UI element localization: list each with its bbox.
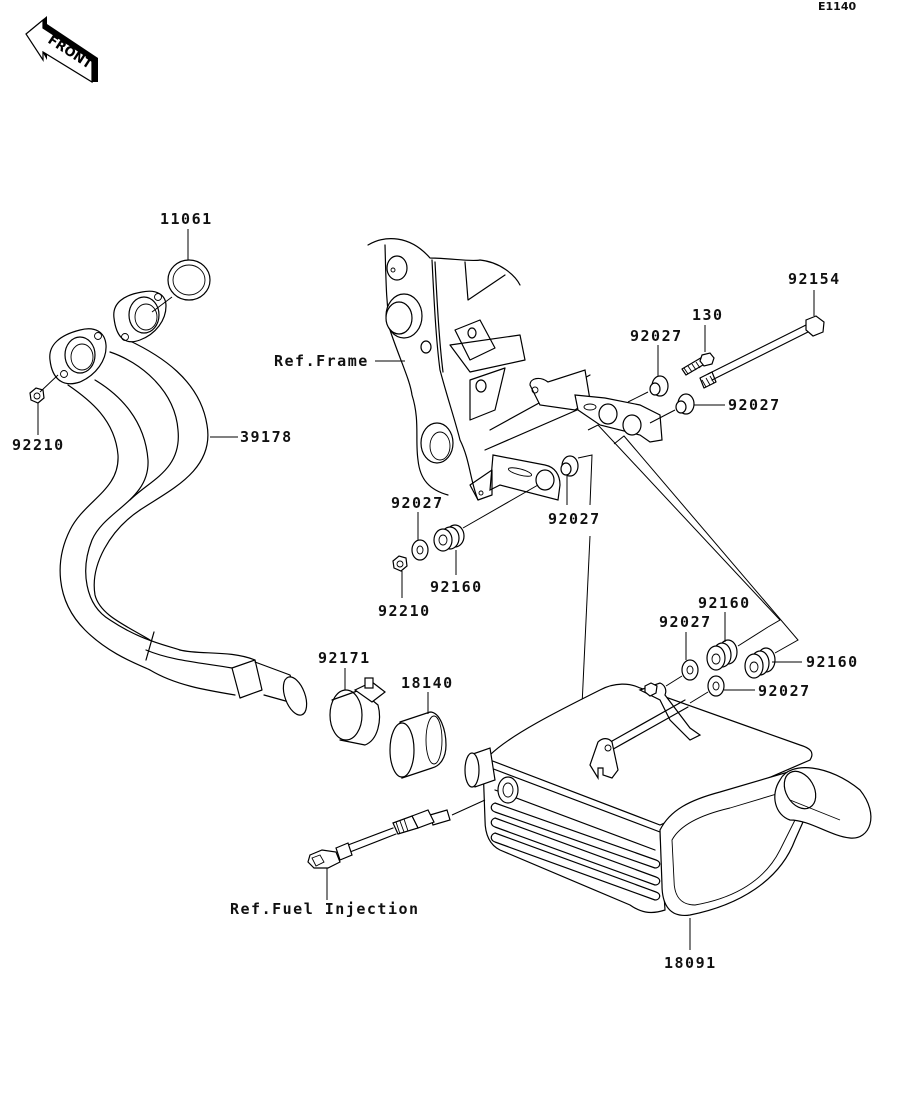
bolt-short[interactable]	[681, 352, 715, 376]
oxygen-sensor[interactable]	[307, 799, 486, 869]
part-label-92171[interactable]: 92171	[318, 649, 371, 667]
gasket-ring[interactable]	[167, 259, 211, 301]
exhaust-pipe[interactable]	[49, 290, 311, 718]
part-label-92027-mid-2[interactable]: 92027	[548, 510, 601, 528]
collar-upper-2[interactable]	[675, 393, 695, 415]
part-label-92027-lower-1[interactable]: 92027	[659, 613, 712, 631]
flange-right	[113, 290, 167, 343]
part-label-92160-lower-1[interactable]: 92160	[698, 594, 751, 612]
part-label-92210-mid[interactable]: 92210	[378, 602, 431, 620]
part-label-39178[interactable]: 39178	[240, 428, 293, 446]
damper-mid[interactable]	[433, 524, 465, 552]
damper-lower-1[interactable]	[706, 639, 738, 671]
muffler[interactable]	[464, 682, 872, 916]
collar-upper-1[interactable]	[649, 375, 669, 397]
ref-fuel-injection-label[interactable]: Ref.Fuel Injection	[230, 900, 420, 918]
part-label-18091[interactable]: 18091	[664, 954, 717, 972]
gasket-sleeve[interactable]	[389, 711, 447, 779]
part-label-11061[interactable]: 11061	[160, 210, 213, 228]
frame-reference[interactable]	[367, 238, 663, 501]
part-label-92210-left[interactable]: 92210	[12, 436, 65, 454]
part-label-92160-mid[interactable]: 92160	[430, 578, 483, 596]
collar-lower-1[interactable]	[681, 659, 699, 681]
flange-left	[49, 328, 107, 385]
diagram-code: E1140	[818, 0, 856, 13]
part-label-18140[interactable]: 18140	[401, 674, 454, 692]
part-label-92027-upper-1[interactable]: 92027	[630, 327, 683, 345]
part-label-92154[interactable]: 92154	[788, 270, 841, 288]
front-arrow-icon: FRONT	[25, 16, 98, 84]
collar-mid-1[interactable]	[411, 539, 429, 561]
nut-mid[interactable]	[392, 555, 408, 572]
part-label-92160-lower-2[interactable]: 92160	[806, 653, 859, 671]
clamp[interactable]	[329, 677, 386, 746]
damper-lower-2[interactable]	[744, 647, 776, 679]
part-label-92027-mid-1[interactable]: 92027	[391, 494, 444, 512]
part-label-92027-lower-2[interactable]: 92027	[758, 682, 811, 700]
collar-mid-2[interactable]	[560, 455, 579, 477]
bolt-long[interactable]	[699, 315, 825, 389]
part-label-92027-upper-2[interactable]: 92027	[728, 396, 781, 414]
collar-lower-2[interactable]	[707, 675, 725, 697]
part-label-130[interactable]: 130	[692, 306, 724, 324]
ref-frame-label[interactable]: Ref.Frame	[274, 352, 369, 370]
